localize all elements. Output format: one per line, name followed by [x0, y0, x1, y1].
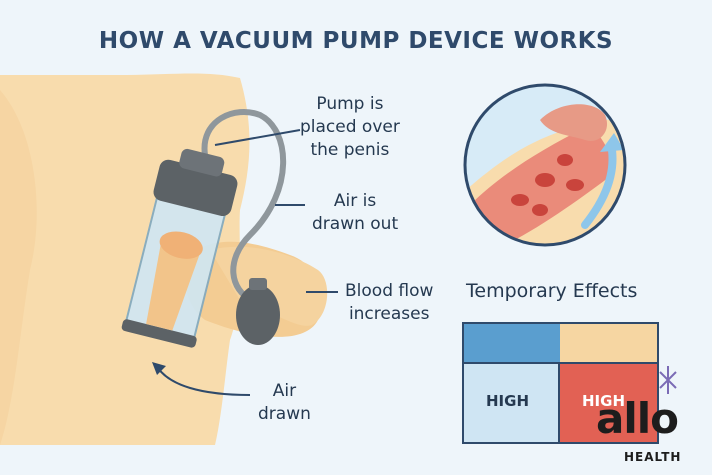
- effects-cell: [464, 324, 560, 362]
- callout-line-pump: [214, 129, 301, 146]
- bulb-neck: [249, 278, 267, 290]
- blood-cell: [511, 194, 529, 206]
- logo-sparkle-icon: [659, 366, 677, 394]
- glans: [540, 104, 608, 141]
- callout-pump-line2: placed over: [300, 117, 400, 137]
- pump-hose: [201, 108, 287, 303]
- blood-cell: [557, 154, 573, 166]
- flow-arrow: [581, 146, 617, 229]
- callout-pump-line1: Pump is: [316, 94, 384, 114]
- callout-blood-flow: Blood flow increases: [345, 280, 433, 326]
- callout-air-line2: drawn out: [312, 214, 399, 234]
- effects-cell: HIGH: [560, 362, 657, 442]
- effects-grid: HIGH HIGH: [462, 322, 659, 444]
- callout-arrow-air-drawn: [157, 367, 251, 396]
- effects-cell-label: HIGH: [582, 392, 626, 410]
- callout-air-line1: Air is: [333, 191, 377, 211]
- page-title: HOW A VACUUM PUMP DEVICE WORKS: [98, 28, 614, 54]
- logo: allo: [596, 394, 679, 443]
- flow-arrow-head: [600, 133, 624, 152]
- callout-arrow-head: [152, 362, 166, 375]
- cylinder-base: [121, 319, 197, 348]
- penis-in-cylinder: [146, 237, 200, 331]
- cap-top: [179, 148, 225, 177]
- effects-heading: Temporary Effects: [466, 280, 638, 302]
- penis-tip: [159, 231, 203, 259]
- effects-cell: [560, 324, 657, 362]
- callout-blood-line1: Blood flow: [345, 281, 434, 301]
- callout-pump-line3: the penis: [310, 140, 390, 160]
- callout-air-drawn-out: Air is drawn out: [312, 190, 398, 236]
- callout-pump-placed: Pump is placed over the penis: [300, 93, 400, 162]
- callout-air-drawn: Air drawn: [258, 380, 311, 426]
- effects-cell: HIGH: [464, 362, 560, 442]
- blood-cell: [532, 204, 548, 216]
- hip-curve: [0, 90, 37, 445]
- blood-cell: [535, 173, 555, 187]
- blood-cell: [566, 179, 584, 191]
- effects-cell-label: HIGH: [486, 392, 530, 410]
- pump-bulb: [236, 285, 280, 345]
- zoom-circle-border: [463, 83, 627, 247]
- logo-subtitle: HEALTH: [624, 450, 682, 464]
- callout-air-drawn-line1: Air: [272, 381, 297, 401]
- callout-air-drawn-line2: drawn: [258, 404, 311, 424]
- penis-shaft: [210, 246, 328, 326]
- callout-blood-line2: increases: [348, 304, 430, 324]
